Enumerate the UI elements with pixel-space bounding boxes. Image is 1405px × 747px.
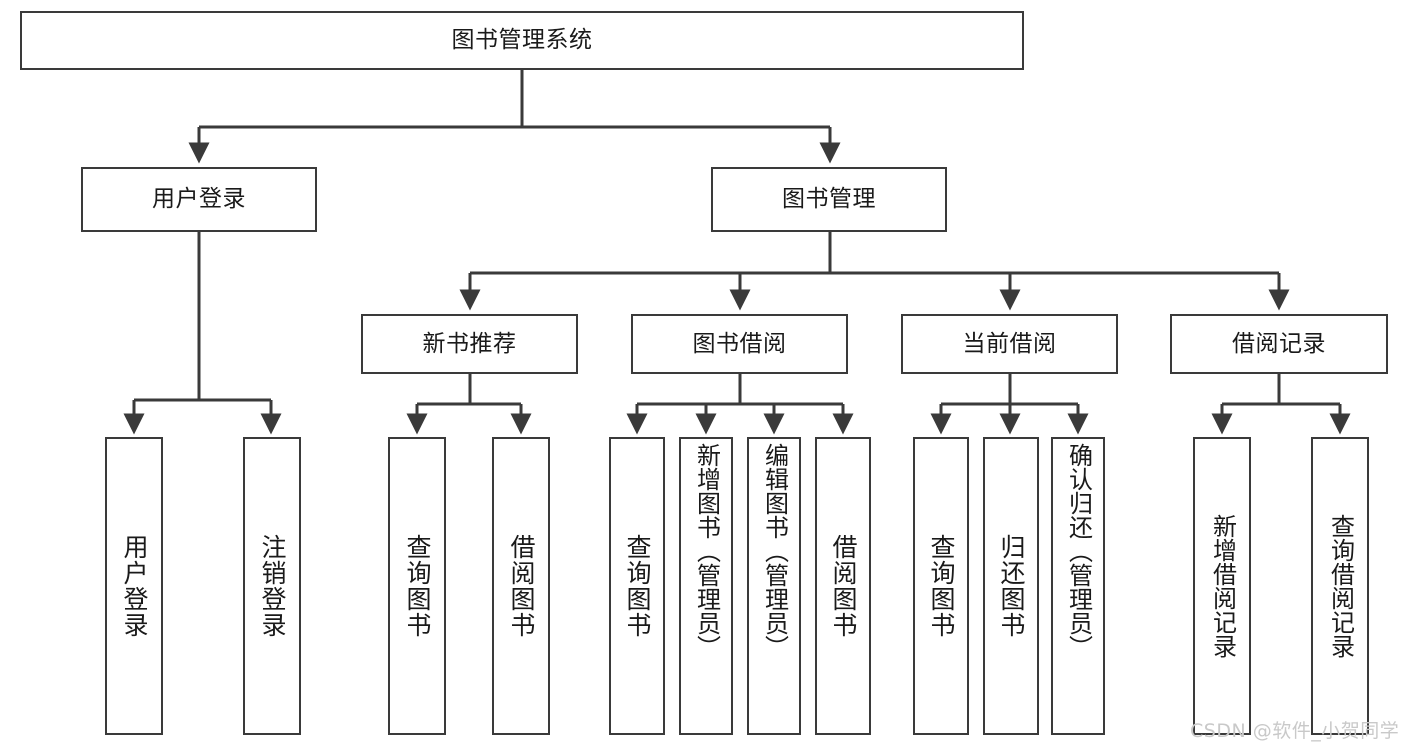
node-label: 借阅图书 [507,534,536,638]
node-label: 注销登录 [258,534,287,638]
leaf-user-login-logout[interactable]: 注销登录 [243,437,301,735]
node-user-login[interactable]: 用户登录 [81,167,317,232]
csdn-watermark: CSDN @软件_小贺同学 [1190,720,1400,742]
node-label: 新书推荐 [422,330,517,357]
node-borrow-record[interactable]: 借阅记录 [1170,314,1388,374]
node-label: 用户登录 [120,534,149,638]
node-book-borrow[interactable]: 图书借阅 [631,314,848,374]
node-label: 新增图书（管理员） [692,443,721,659]
node-root-system[interactable]: 图书管理系统 [20,11,1024,70]
leaf-current-borrow-query-book[interactable]: 查询图书 [913,437,969,735]
leaf-book-borrow-edit-book-admin[interactable]: 编辑图书（管理员） [747,437,801,735]
leaf-new-book-borrow-book[interactable]: 借阅图书 [492,437,550,735]
node-label: 确认归还（管理员） [1064,443,1093,659]
leaf-new-book-query-book[interactable]: 查询图书 [388,437,446,735]
leaf-borrow-record-add-record[interactable]: 新增借阅记录 [1193,437,1251,735]
leaf-book-borrow-query-book[interactable]: 查询图书 [609,437,665,735]
node-label: 当前借阅 [962,330,1057,357]
node-label: 用户登录 [152,186,246,213]
node-label: 编辑图书（管理员） [760,443,789,659]
node-book-management[interactable]: 图书管理 [711,167,947,232]
node-label: 查询图书 [403,534,432,638]
leaf-borrow-record-query-record[interactable]: 查询借阅记录 [1311,437,1369,735]
node-label: 图书借阅 [692,330,787,357]
node-label: 图书管理系统 [451,27,593,54]
node-label: 借阅图书 [829,534,858,638]
node-label: 借阅记录 [1232,330,1326,357]
node-label: 查询图书 [623,534,652,638]
leaf-user-login-signin[interactable]: 用户登录 [105,437,163,735]
node-label: 查询借阅记录 [1326,514,1355,658]
node-new-book-recommend[interactable]: 新书推荐 [361,314,578,374]
node-label: 归还图书 [997,534,1026,638]
node-label: 图书管理 [782,186,876,213]
leaf-current-borrow-confirm-return-admin[interactable]: 确认归还（管理员） [1051,437,1105,735]
node-label: 查询图书 [927,534,956,638]
leaf-current-borrow-return-book[interactable]: 归还图书 [983,437,1039,735]
leaf-book-borrow-borrow-book[interactable]: 借阅图书 [815,437,871,735]
node-current-borrow[interactable]: 当前借阅 [901,314,1118,374]
leaf-book-borrow-add-book-admin[interactable]: 新增图书（管理员） [679,437,733,735]
node-label: 新增借阅记录 [1208,514,1237,658]
